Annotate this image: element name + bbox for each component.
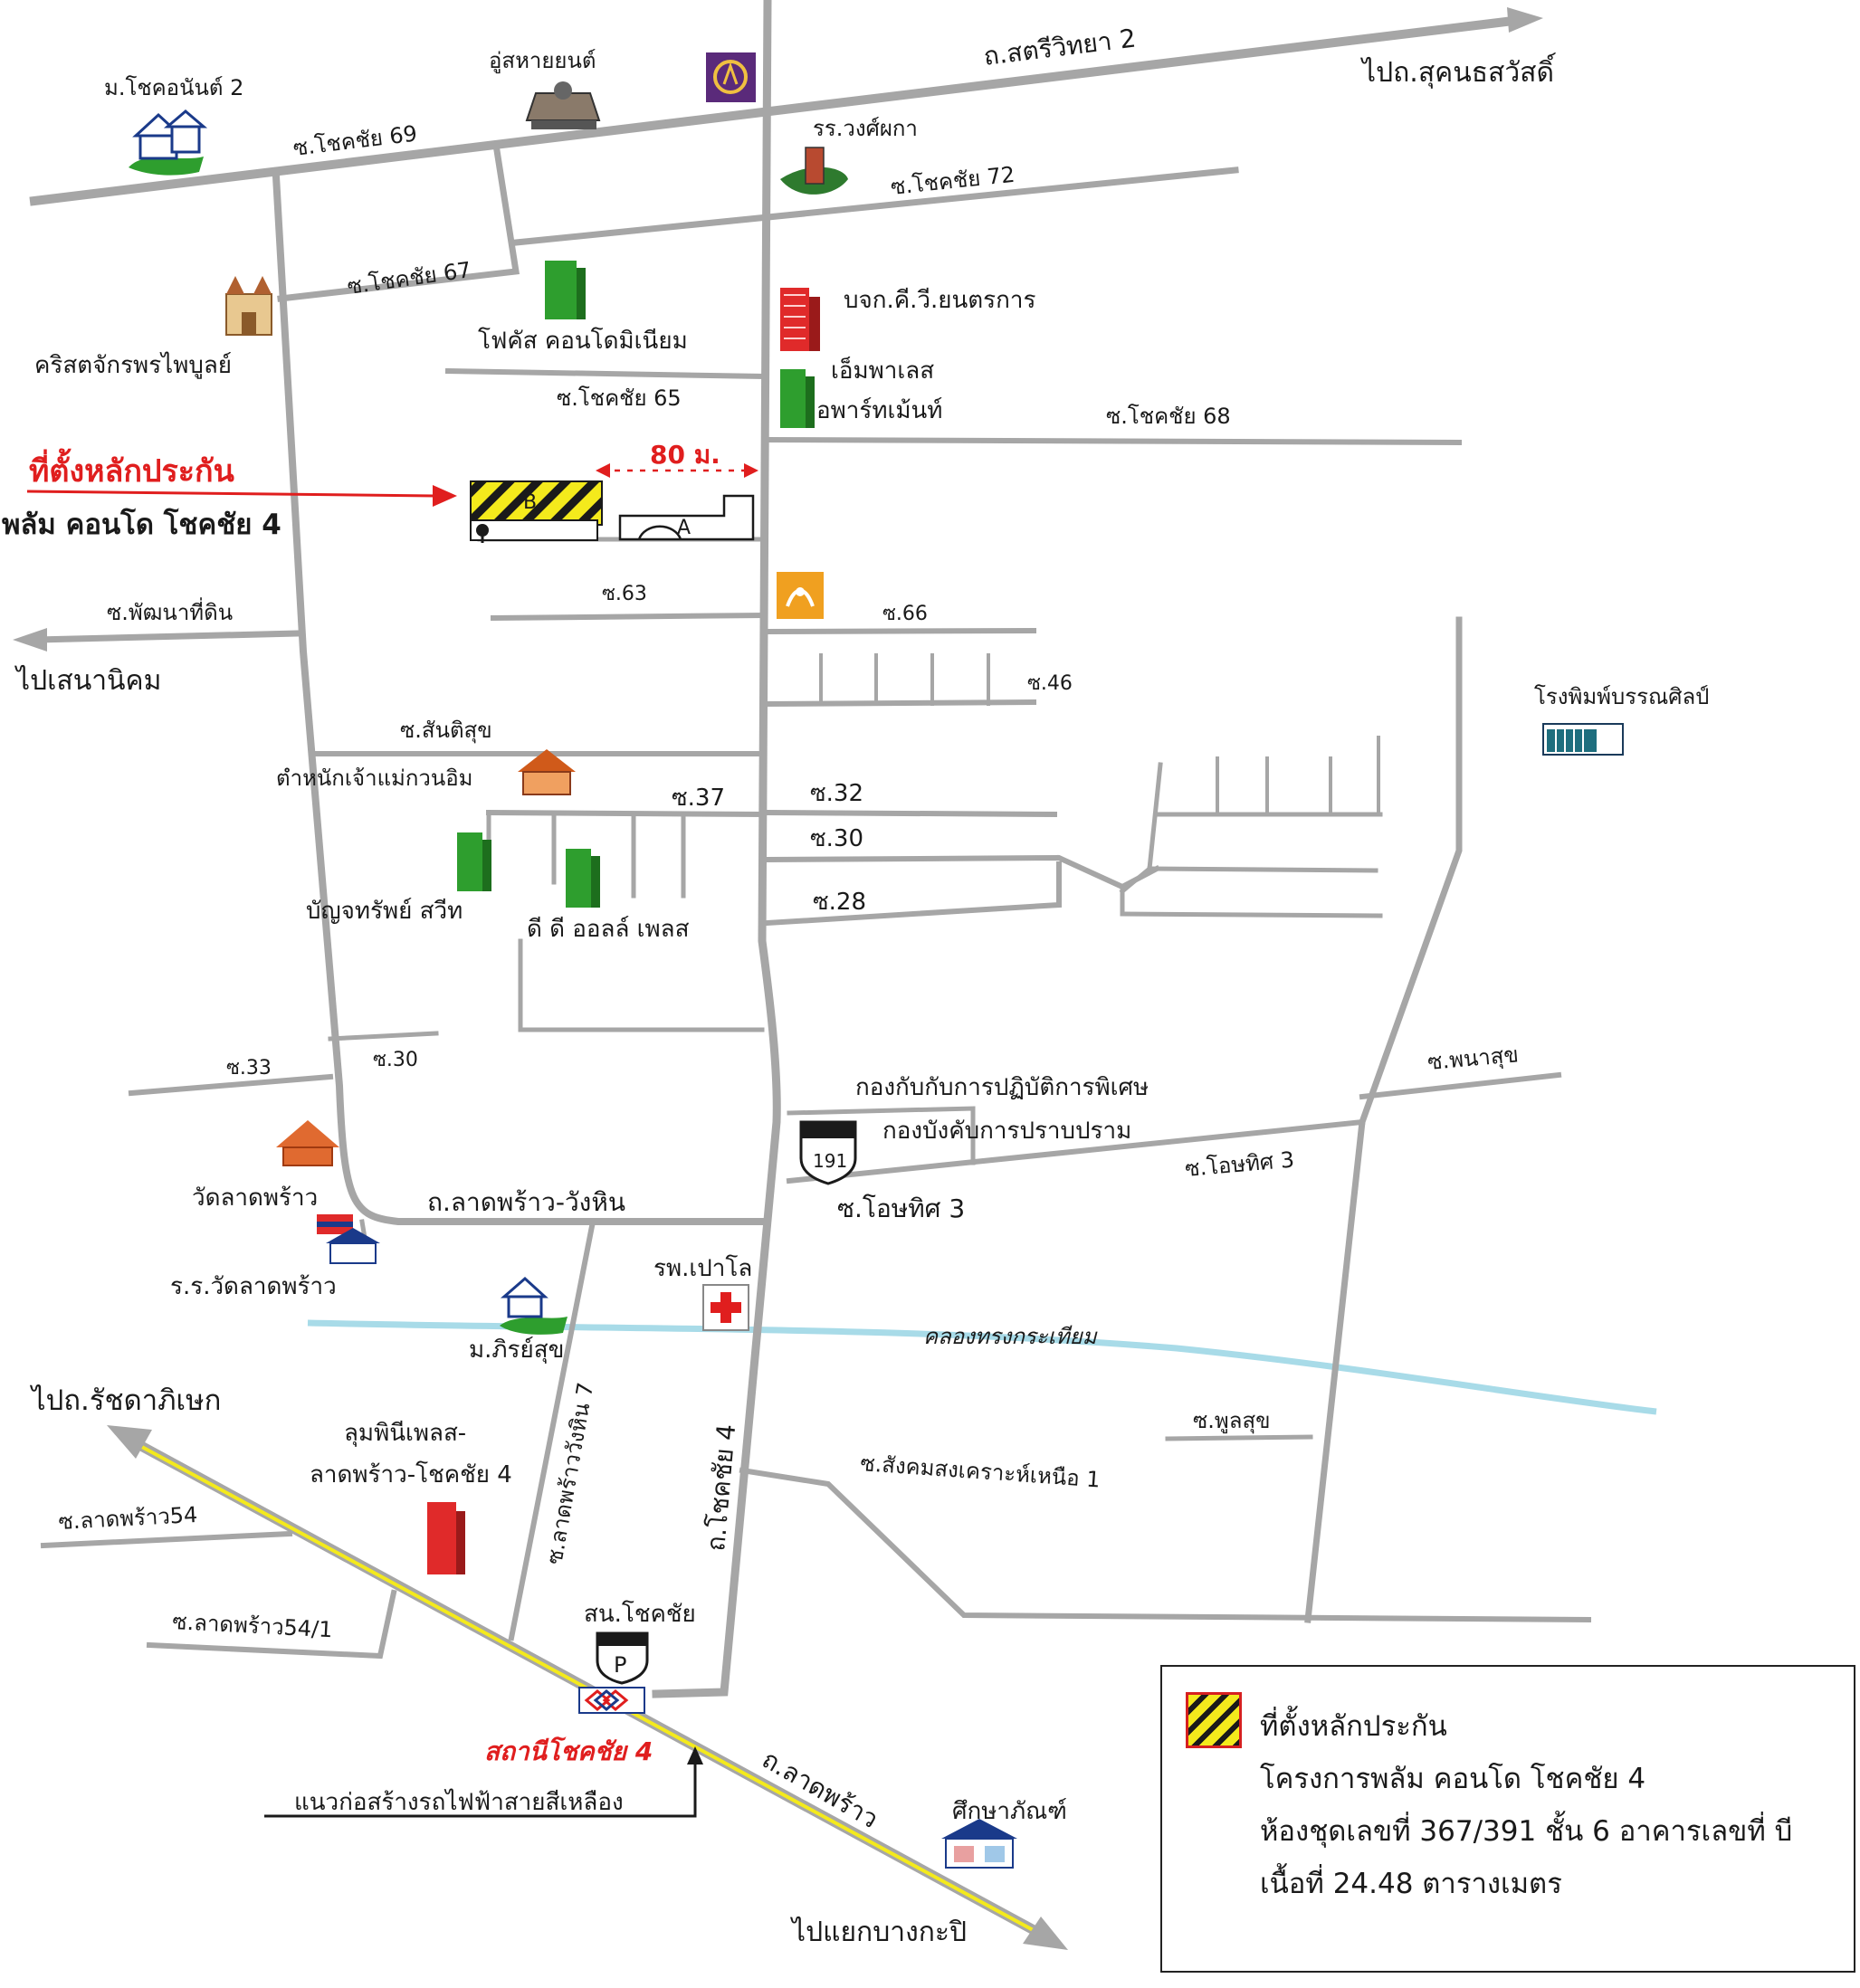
garage-icon [525,81,601,129]
place-labels: ม.โชคอนันต์ 2 อู่สหายยนต์ รร.วงศ์ผกา คริ… [34,48,1709,1825]
label-soi-46: ซ.46 [1027,672,1073,695]
road-network [13,0,1592,1698]
project-label: พลัม คอนโด โชคชัย 4 [2,508,281,541]
label-soi-63: ซ.63 [602,583,647,605]
label-to-senanikhom: ไปเสนานิคม [14,664,161,697]
krungsri-bank-icon [777,572,824,619]
yellow-line-pointer [264,1746,703,1818]
label-to-ratchadaphisek: ไปถ.รัชดาภิเษก [29,1384,221,1417]
label-printing-house: โรงพิมพ์บรรณศิลป์ [1534,684,1709,709]
label-soi-32: ซ.32 [810,780,863,807]
legend-hatch-swatch [1186,1692,1242,1748]
label-soi-chokchai-65: ซ.โชคชัย 65 [557,385,682,411]
label-soi-37: ซ.37 [672,785,725,812]
label-yellow-line: แนวก่อสร้างรถไฟฟ้าสายสีเหลือง [294,1788,624,1816]
label-soi-lat-phrao-54: ซ.ลาดพร้าว54 [58,1502,198,1535]
label-soi-chokchai-68: ซ.โชคชัย 68 [1106,404,1231,429]
label-soi-santisuk: ซ.สันติสุข [400,718,492,744]
label-soi-28: ซ.28 [813,889,866,916]
label-shrine: ตำหนักเจ้าแม่กวนอิม [276,766,473,791]
legend-line-3: เนื้อที่ 24.48 ตารางเมตร [1260,1868,1562,1900]
label-to-sukhonthasawat: ไปถ.สุคนธสวัสดิ์ [1360,52,1557,90]
label-m-place-2: อพาร์ทเม้นท์ [816,397,942,424]
kv-company-icon [780,288,820,351]
label-m-place-1: เอ็มพาเลส [831,356,934,385]
label-soi-66: ซ.66 [882,603,928,625]
label-focus-condo: โฟคัส คอนโดมิเนียม [478,327,688,355]
label-dd-all-place: ดี ดี ออลล์ เพลส [527,916,690,943]
dd-all-place-icon [566,849,600,908]
label-banjong-sweet: บัญจทรัพย์ สวีท [306,898,463,925]
village-house-icon-2 [500,1276,568,1335]
collateral-pin-label: ที่ตั้งหลักประกัน [29,448,234,490]
label-sattri-withaya: ถ.สตรีวิทยา 2 [982,24,1138,71]
label-wat-lat-phrao: วัดลาดพร้าว [192,1184,318,1212]
label-special-ops-1: กองกับกับการปฏิบัติการพิเศษ [855,1074,1149,1101]
printing-house-icon [1542,723,1624,756]
route-shield-icon [799,1120,857,1185]
label-lumpini-2: ลาดพร้าว-โชคชัย 4 [310,1460,512,1489]
label-christ-church: คริสตจักรพรไพบูลย์ [34,351,232,379]
label-soi-lat-phrao-54-1: ซ.ลาดพร้าว54/1 [172,1609,333,1642]
label-paolo-hospital: รพ.เปาโล [653,1254,752,1282]
route-number: 191 [813,1150,847,1172]
label-soi-wang-hin-7: ซ.ลาดพร้าววังหิน 7 [541,1381,598,1566]
label-soi-30-east: ซ.30 [810,825,863,852]
church-icon [225,276,272,336]
landmark-icons: 191 [129,52,1624,1869]
label-soi-phatthana: ซ.พัฒนาที่ดิน [107,597,233,625]
legend-box: ที่ตั้งหลักประกัน โครงการพลัม คอนโด โชคช… [1160,1665,1855,1973]
label-u-sahai-yon: อู่สหายยนต์ [489,48,596,74]
school-icon [780,147,848,195]
label-soi-33: ซ.33 [226,1057,272,1080]
label-police-station: สน.โชคชัย [584,1600,696,1628]
distance-label: 80 ม. [650,440,720,470]
label-to-bang-kapi: ไปแยกบางกะปิ [790,1916,967,1948]
hospital-cross-icon [702,1284,749,1331]
shop-icon [941,1819,1017,1869]
legend-line-2: ห้องชุดเลขที่ 367/391 ชั้น 6 อาคารเลขที่… [1260,1815,1793,1848]
lumpini-building-icon [427,1502,465,1574]
shrine-icon [518,749,576,795]
label-mu-phiromsuk: ม.ภิรย์สุข [469,1336,564,1364]
label-khlong: คลองทรงกระเทียม [923,1324,1098,1349]
label-lumpini-1: ลุมพินีเพลส- [344,1420,466,1447]
temple-icon [276,1120,339,1166]
focus-condo-icon [545,261,586,319]
label-soi-phunsuk: ซ.พูลสุข [1193,1408,1271,1434]
label-mu-chokanan: ม.โชคอนันต์ 2 [104,75,243,100]
school-flag-icon [317,1214,380,1264]
label-station: สถานีโชคชัย 4 [484,1736,653,1766]
legend-line-1: โครงการพลัม คอนโด โชคชัย 4 [1260,1763,1646,1795]
building-b-label: B [523,491,537,514]
label-lat-phrao-wang-hin: ถ.ลาดพร้าว-วังหิน [427,1187,625,1217]
collateral-site: B A 80 ม. ที่ตั้งหลักประกัน พลัม คอนโด โ… [2,440,758,543]
building-a-outline [618,494,755,541]
label-kv-company: บจก.คี.วี.ยนตรการ [844,287,1035,314]
m-place-icon [780,369,815,428]
label-soi-phanasuk: ซ.พนาสุข [1426,1042,1520,1076]
building-a-label: A [677,517,691,539]
label-soi-30-west: ซ.30 [373,1049,418,1071]
police-badge-letter: P [614,1652,626,1678]
label-soi-sangkhom: ซ.สังคมสงเคราะห์เหนือ 1 [860,1451,1102,1492]
banjong-sweet-icon [457,832,491,891]
legend-title: ที่ตั้งหลักประกัน [1260,1710,1447,1743]
label-wat-school: ร.ร.วัดลาดพร้าว [170,1273,337,1300]
label-soi-othit-3: ซ.โอษทิศ 3 [837,1194,965,1223]
station-logo-icon [578,1687,645,1714]
label-special-ops-2: กองบังคับการปราบปราม [882,1118,1131,1145]
scb-bank-icon [706,52,756,102]
village-house-icon [129,109,208,176]
label-suksapan: ศึกษาภัณฑ์ [952,1798,1067,1825]
label-soi-othit-3-east: ซ.โอษทิศ 3 [1184,1147,1295,1182]
label-wongsaphaka: รร.วงศ์ผกา [813,116,918,141]
police-badge-icon [596,1631,649,1685]
label-soi-chokchai-67: ซ.โชคชัย 67 [346,257,472,300]
